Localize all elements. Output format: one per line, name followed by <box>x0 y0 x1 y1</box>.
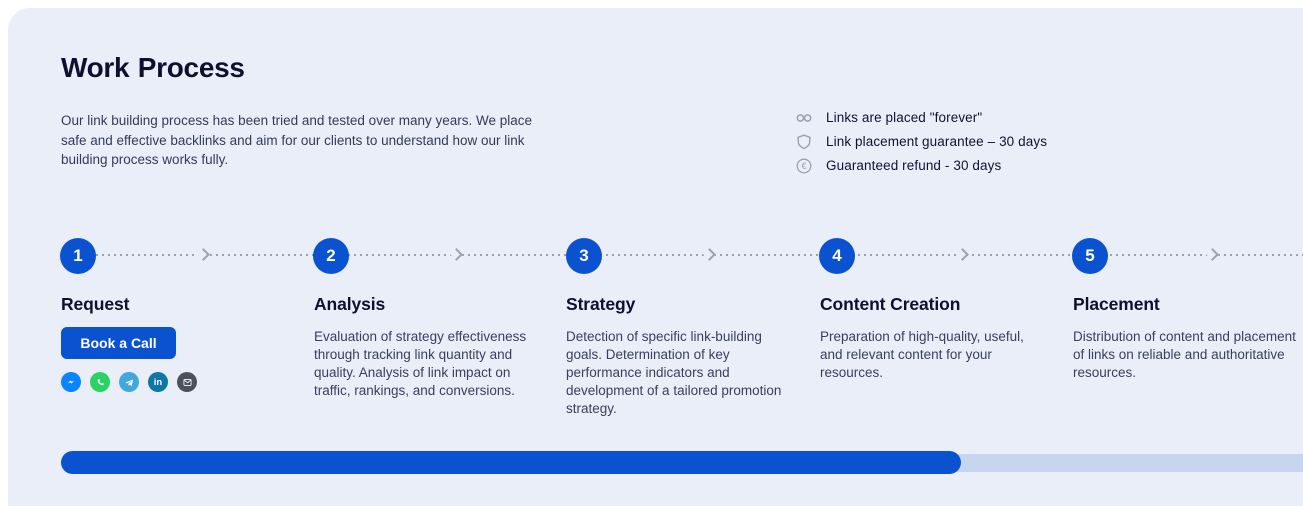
arrow-right-icon <box>703 248 716 261</box>
guarantees-list: Links are placed "forever" Link placemen… <box>794 109 1047 181</box>
arrow-right-icon <box>956 248 969 261</box>
step-description: Evaluation of strategy effectiveness thr… <box>314 329 527 398</box>
list-item: Links are placed "forever" <box>794 109 1047 126</box>
step-number-badge: 4 <box>819 238 855 274</box>
svg-text:€: € <box>801 161 806 171</box>
work-process-section: Work Process Our link building process h… <box>8 8 1303 506</box>
arrow-right-icon <box>450 248 463 261</box>
guarantee-text: Link placement guarantee – 30 days <box>826 134 1048 149</box>
arrow-right-icon <box>197 248 210 261</box>
step-number-badge: 5 <box>1072 238 1108 274</box>
step-description: Distribution of content and placement of… <box>1073 329 1296 380</box>
section-description: Our link building process has been tried… <box>61 113 533 167</box>
euro-coin-icon: € <box>794 156 814 176</box>
step-strategy: Strategy Detection of specific link-buil… <box>566 294 794 418</box>
step-title: Content Creation <box>820 294 961 314</box>
page-title: Work Process <box>61 52 245 83</box>
list-item: Link placement guarantee – 30 days <box>794 133 1047 150</box>
whatsapp-icon[interactable] <box>90 372 110 392</box>
step-description: Preparation of high-quality, useful, and… <box>820 329 1024 380</box>
step-title: Request <box>61 294 130 314</box>
shield-icon <box>794 132 814 152</box>
step-placement: Placement Distribution of content and pl… <box>1073 294 1301 382</box>
infinity-icon <box>794 108 814 128</box>
step-title: Analysis <box>314 294 386 314</box>
book-a-call-button[interactable]: Book a Call <box>61 327 176 359</box>
step-request: Request Book a Call in <box>61 294 289 392</box>
step-number-badge: 1 <box>60 238 96 274</box>
guarantee-text: Links are placed "forever" <box>826 110 983 125</box>
step-description: Detection of specific link-building goal… <box>566 329 782 416</box>
step-number-badge: 3 <box>566 238 602 274</box>
step-analysis: Analysis Evaluation of strategy effectiv… <box>314 294 542 400</box>
email-icon[interactable] <box>177 372 197 392</box>
step-number-badge: 2 <box>313 238 349 274</box>
progress-fill <box>61 451 961 474</box>
guarantee-text: Guaranteed refund - 30 days <box>826 158 1002 173</box>
messenger-icon[interactable] <box>61 372 81 392</box>
step-title: Strategy <box>566 294 636 314</box>
linkedin-icon[interactable]: in <box>148 372 168 392</box>
step-title: Placement <box>1073 294 1160 314</box>
list-item: € Guaranteed refund - 30 days <box>794 157 1047 174</box>
arrow-right-icon <box>1206 248 1219 261</box>
social-links: in <box>61 372 289 392</box>
step-content-creation: Content Creation Preparation of high-qua… <box>820 294 1048 382</box>
telegram-icon[interactable] <box>119 372 139 392</box>
timeline-dotted-line <box>78 254 1303 256</box>
